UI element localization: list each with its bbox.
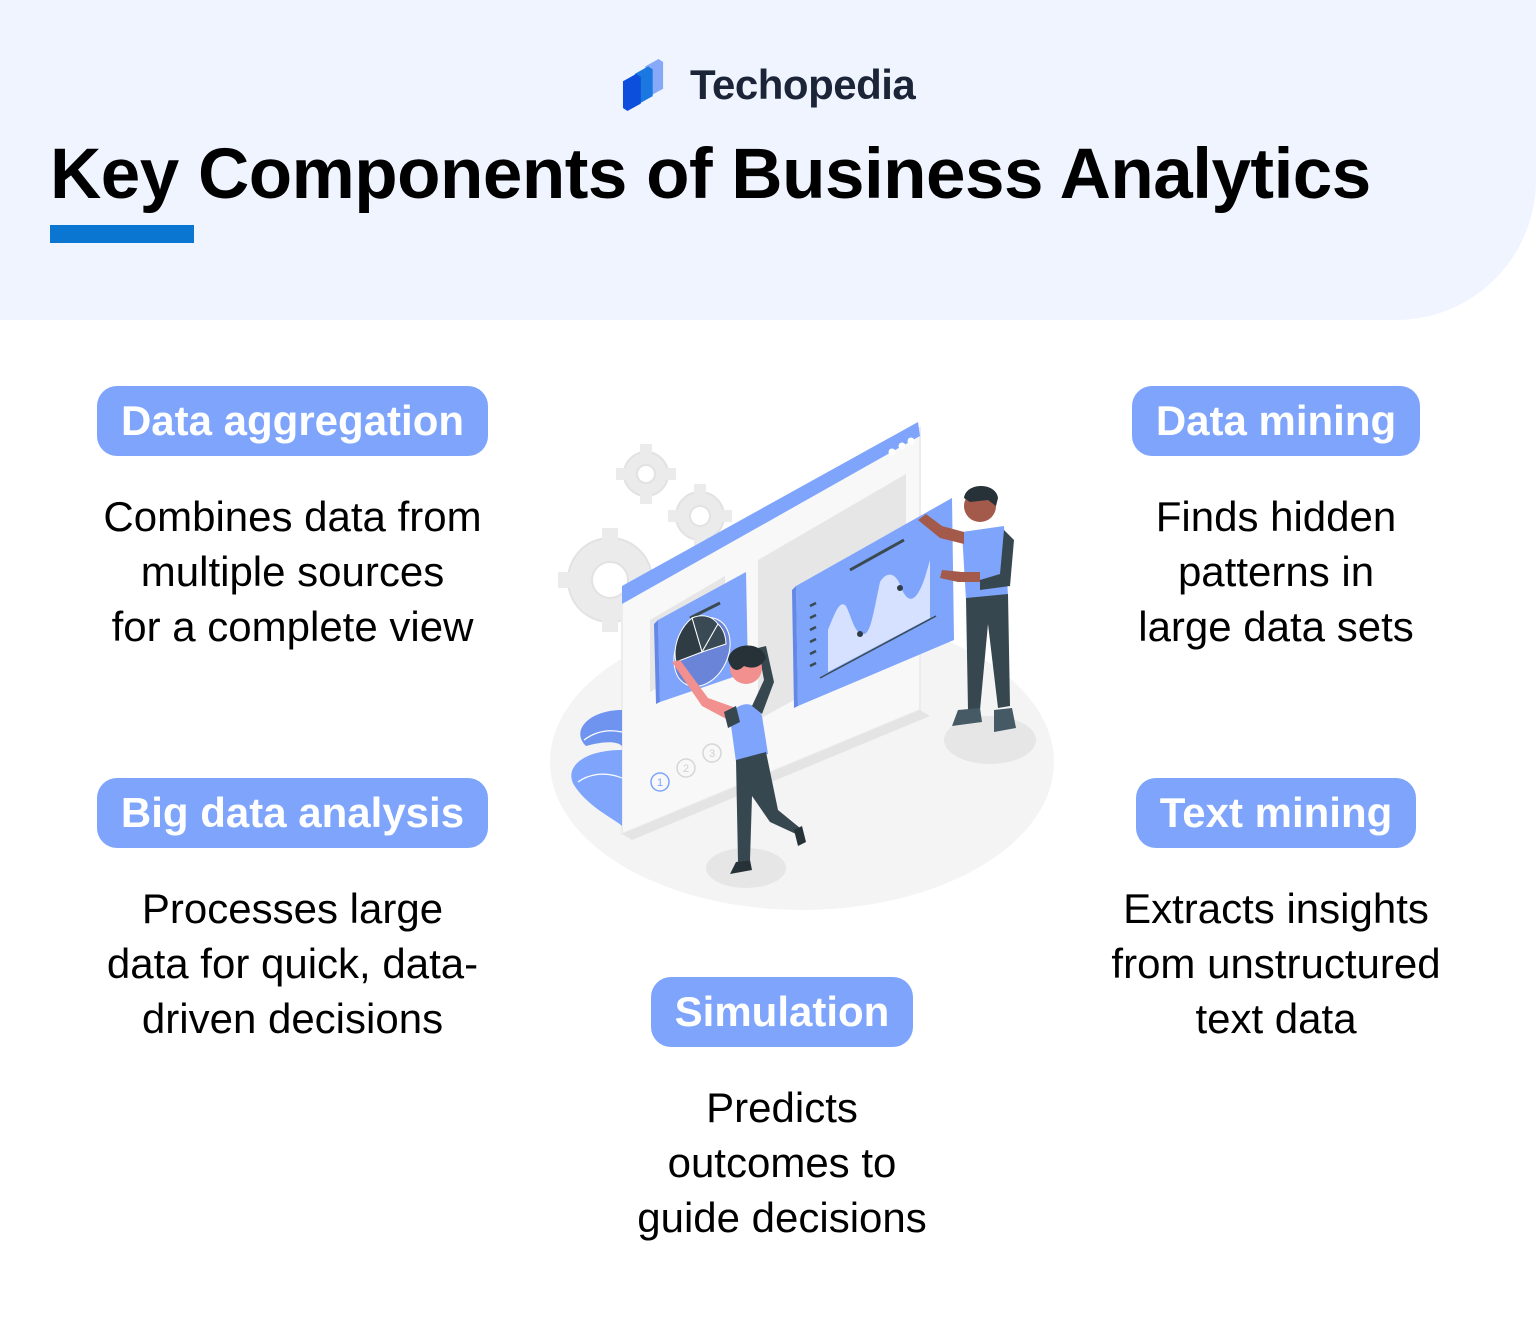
browser-title-bar	[622, 422, 920, 604]
header-band	[0, 0, 1536, 320]
component-label-pill: Big data analysis	[96, 778, 489, 848]
component-description: Extracts insights from unstructured text…	[1111, 885, 1441, 1042]
step-markers: 1 2 3	[650, 743, 722, 792]
brand-name: Techopedia	[690, 61, 916, 108]
component-label-pill: Text mining	[1135, 778, 1417, 848]
stacked-panels-logo-icon	[622, 59, 664, 111]
brand-logo: Techopedia	[620, 58, 916, 112]
component-big-data-analysis: Big data analysis Processes large data f…	[40, 778, 545, 1046]
component-label-pill: Simulation	[650, 977, 914, 1047]
component-text-mining: Text mining Extracts insights from unstr…	[1056, 778, 1496, 1046]
component-description: Processes large data for quick, data- dr…	[106, 885, 479, 1042]
plant-icon	[571, 710, 623, 826]
svg-text:1: 1	[657, 777, 663, 789]
component-data-mining: Data mining Finds hidden patterns in lar…	[1076, 386, 1476, 654]
page-title: Key Components of Business Analytics	[50, 135, 1371, 214]
component-label-pill: Data mining	[1131, 386, 1421, 456]
person-man-figure	[918, 486, 1036, 764]
component-data-aggregation: Data aggregation Combines data from mult…	[40, 386, 545, 654]
component-label-pill: Data aggregation	[96, 386, 489, 456]
person-woman-figure	[672, 645, 806, 888]
component-description: Predicts outcomes to guide decisions	[637, 1084, 927, 1241]
area-chart-panel	[792, 498, 954, 708]
component-description: Combines data from multiple sources for …	[103, 493, 482, 650]
component-simulation: Simulation Predicts outcomes to guide de…	[582, 977, 982, 1245]
component-description: Finds hidden patterns in large data sets	[1138, 493, 1414, 650]
svg-text:2: 2	[683, 763, 689, 775]
analytics-dashboard-illustration: 1 2 3	[540, 410, 1060, 910]
title-underline-accent	[50, 225, 194, 243]
svg-text:3: 3	[709, 748, 715, 760]
